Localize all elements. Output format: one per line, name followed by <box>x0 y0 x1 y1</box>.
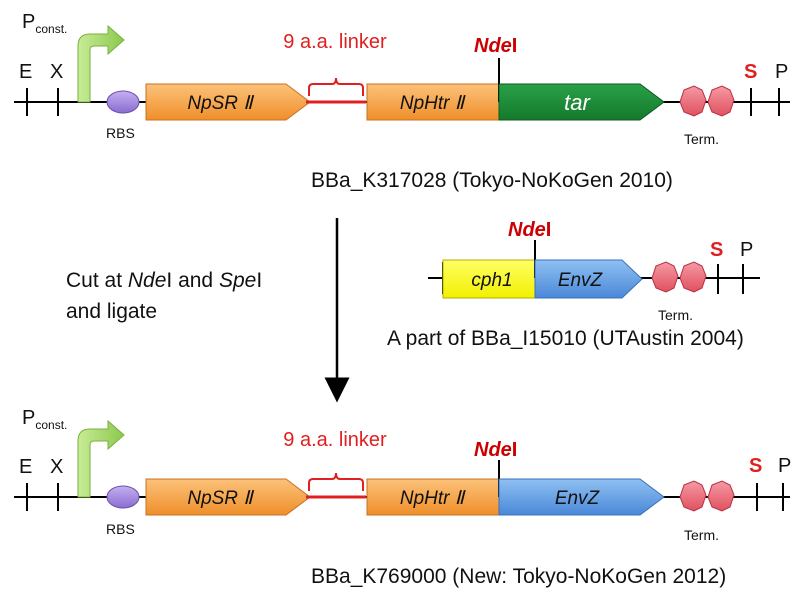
bottom-site-p-label: P <box>778 455 791 477</box>
top-npsr-gene <box>145 83 311 121</box>
top-linker-label: 9 a.a. linker <box>283 31 387 53</box>
bottom-rbs-label: RBS <box>106 521 135 537</box>
bottom-site-e-label: E <box>19 456 32 478</box>
middle-terminator-icon-2 <box>679 261 707 293</box>
top-rbs-label: RBS <box>106 125 135 141</box>
middle-envz-label: EnvZ <box>558 270 604 291</box>
bottom-envz-gene <box>498 478 665 516</box>
top-site-p-label: P <box>775 61 788 83</box>
top-tar-gene <box>498 83 665 121</box>
top-construct: E X Pconst. RBS NpSR Ⅱ 9 a.a. linker NpH… <box>14 11 790 192</box>
top-terminator-label: Term. <box>684 131 719 147</box>
bottom-terminator-icon-2 <box>707 480 735 512</box>
bottom-site-x-label: X <box>50 456 63 478</box>
bottom-caption: BBa_K769000 (New: Tokyo-NoKoGen 2012) <box>311 565 726 588</box>
top-ndei-label: NdeI <box>474 35 517 57</box>
bottom-nphtr-label: NpHtr Ⅱ <box>400 488 466 509</box>
middle-terminator-label: Term. <box>658 307 693 323</box>
top-promoter-arrow-icon <box>77 24 125 103</box>
top-site-s-label: S <box>744 61 757 83</box>
instruction-line-2: and ligate <box>66 300 157 323</box>
bottom-construct: E X Pconst. RBS NpSR Ⅱ 9 a.a. linker NpH… <box>14 407 791 588</box>
bottom-linker-brace <box>308 472 364 491</box>
middle-cph1-label: cph1 <box>471 270 512 291</box>
bottom-ndei-label: NdeI <box>474 439 517 461</box>
bottom-npsr-gene <box>145 478 311 516</box>
top-nphtr-label: NpHtr Ⅱ <box>400 93 466 114</box>
middle-caption: A part of BBa_I15010 (UTAustin 2004) <box>387 327 744 350</box>
bottom-promoter-label: Pconst. <box>22 407 67 432</box>
bottom-rbs-icon <box>106 485 140 509</box>
middle-terminator-icon-1 <box>651 261 679 293</box>
top-caption: BBa_K317028 (Tokyo-NoKoGen 2010) <box>311 169 673 192</box>
top-site-e-label: E <box>19 61 32 83</box>
bottom-npsr-label: NpSR Ⅱ <box>187 488 254 509</box>
bottom-nphtr-gene <box>366 478 500 516</box>
top-promoter-label: Pconst. <box>22 11 67 36</box>
bottom-promoter-arrow-icon <box>77 419 125 498</box>
middle-site-p-label: P <box>740 239 753 261</box>
bottom-terminator-label: Term. <box>684 527 719 543</box>
top-npsr-label: NpSR Ⅱ <box>187 93 254 114</box>
instruction-line-1: Cut at NdeI and SpeI <box>66 269 262 292</box>
bottom-site-s-label: S <box>749 455 762 477</box>
middle-section: Cut at NdeI and SpeI and ligate cph1 Nde… <box>66 218 760 403</box>
top-terminator-icon-1 <box>679 85 707 117</box>
middle-site-s-label: S <box>710 239 723 261</box>
middle-envz-gene <box>534 259 643 299</box>
bottom-terminator-icon-1 <box>679 480 707 512</box>
top-terminator-icon-2 <box>707 85 735 117</box>
bottom-linker-label: 9 a.a. linker <box>283 429 387 451</box>
bottom-envz-label: EnvZ <box>555 488 601 509</box>
top-rbs-icon <box>106 90 140 114</box>
middle-ndei-label: NdeI <box>508 219 551 241</box>
top-site-x-label: X <box>50 61 63 83</box>
top-linker-brace <box>308 77 364 96</box>
top-tar-label: tar <box>564 90 591 115</box>
